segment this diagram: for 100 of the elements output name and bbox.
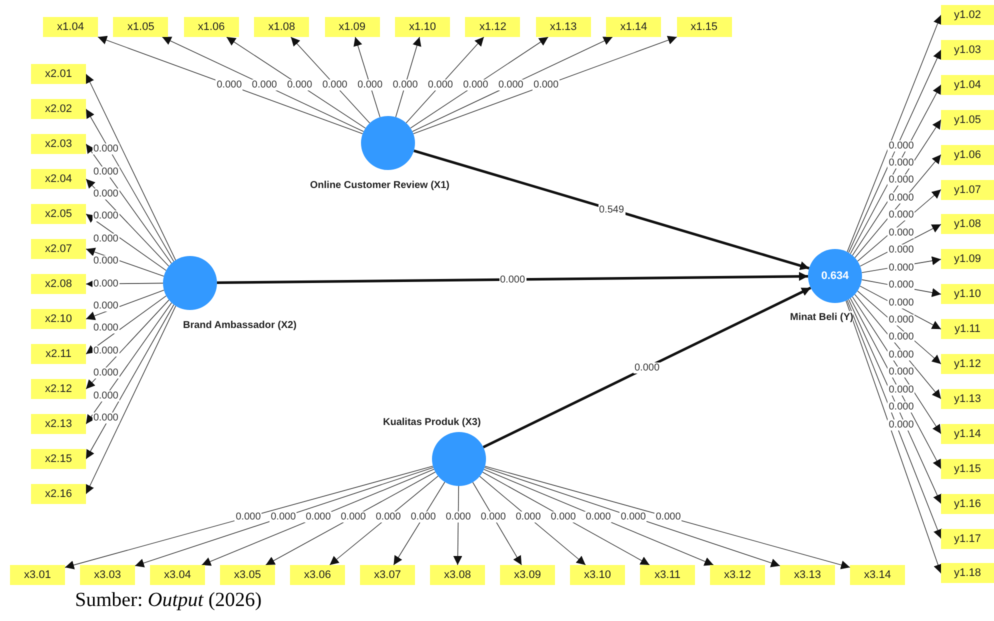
arrow [86,108,174,262]
indicator-tag: y1.09 [941,249,994,270]
indicator-tag: y1.05 [941,110,994,130]
edge-label: 0.000 [888,332,915,343]
indicator-tag: x1.13 [536,17,591,37]
arrow [393,482,446,566]
edge-label: 0.000 [92,300,120,312]
indicator-tag: y1.04 [941,74,994,95]
indicator-tag: y1.12 [941,354,994,374]
edge-label: 0.000 [888,192,915,204]
edge-label: 0.000 [444,512,472,522]
edge-label: 0.000 [462,80,490,90]
edge-label: 0.000 [340,512,367,522]
indicator-tag: y1.15 [941,458,994,479]
indicator-tag: y1.08 [941,214,994,234]
edge-label: 0.000 [270,512,297,522]
edge-label: 0.000 [92,390,120,402]
edge-label: 0.000 [480,512,507,522]
indicator-tag: x3.10 [570,565,625,585]
arrow [134,467,434,568]
indicator-tag: x3.03 [80,565,135,585]
edge-label: 0.000 [92,144,120,155]
edge-label: 0.000 [234,512,262,522]
edge-label: 0.000 [321,80,348,90]
indicator-tag: x2.11 [31,344,86,364]
indicator-tag: x2.03 [31,134,86,154]
edge-label: 0.000 [410,512,437,522]
arrow [97,36,364,134]
edge-label: 0.000 [888,140,915,151]
indicator-tag: x1.05 [113,17,168,37]
indicator-tag: x2.07 [31,239,86,259]
indicator-tag: y1.03 [941,40,994,60]
caption: Sumber: Output (2026) [75,589,262,612]
arrow [412,36,678,134]
indicator-tag: x2.15 [31,449,86,469]
indicator-tag: x3.05 [220,565,275,585]
edge-label: 0.000 [356,80,384,90]
indicator-tag: x2.16 [31,484,86,504]
arrow [484,468,714,566]
indicator-tag: x1.04 [43,17,98,37]
edge-label: 0.000 [92,256,120,267]
construct-label: Brand Ambassador (X2) [183,319,297,333]
indicator-tag: x3.01 [10,565,65,585]
edge-label: 0.000 [374,512,402,522]
indicator-tag: x1.08 [254,17,310,37]
edge-label: 0.000 [633,362,661,373]
indicator-tag: y1.17 [941,528,994,548]
edge-label: 0.000 [888,314,915,326]
arrow [482,472,650,566]
edge-label: 0.000 [286,80,314,90]
edge-label: 0.000 [888,244,915,256]
indicator-tag: x3.07 [360,565,415,585]
indicator-tag: y1.18 [941,563,994,584]
arrow [484,466,850,570]
edge-label: 0.000 [620,512,647,522]
edge-label: 0.000 [888,280,915,291]
edge-label: 0.000 [888,227,915,238]
edge-label: 0.000 [888,174,915,186]
edge-label: 0.549 [598,204,626,215]
edge-label: 0.000 [888,157,915,168]
edge-label: 0.000 [92,188,120,200]
indicator-tag: x3.11 [640,565,695,585]
edge-label: 0.000 [654,512,682,522]
edge-label: 0.000 [216,80,243,90]
edge-label: 0.000 [426,80,454,90]
edge-label: 0.000 [532,80,560,90]
arrow [86,74,176,261]
edge-label: 0.000 [888,366,915,378]
construct-label: Online Customer Review (X1) [310,179,450,193]
edge-label: 0.000 [550,512,577,522]
arrow [226,36,366,129]
indicator-tag: x2.08 [31,274,86,294]
arrow [848,50,942,254]
arrow [86,304,174,460]
edge-label: 0.000 [304,512,332,522]
indicator-tag: x3.08 [430,565,485,585]
indicator-tag: x3.04 [150,565,205,585]
arrow [86,295,167,354]
edge-label: 0.000 [92,166,120,178]
construct-label: Kualitas Produk (X3) [383,416,481,430]
arrow [265,472,436,566]
indicator-tag: x2.02 [31,99,86,119]
edge-label: 0.000 [888,402,915,413]
arrow [484,467,780,568]
edge-label: 0.000 [92,412,120,424]
indicator-tag: x2.10 [31,309,86,329]
arrow [482,286,812,448]
indicator-tag: x2.01 [31,64,86,84]
indicator-tag: x3.12 [710,565,765,585]
arrow [216,272,808,284]
indicator-tag: x1.09 [324,17,380,37]
indicator-tag: y1.02 [941,5,994,25]
indicator-tag: x1.12 [465,17,520,37]
indicator-tag: x3.09 [500,565,555,585]
arrow [64,466,434,570]
indicator-tag: y1.10 [941,284,994,304]
indicator-tag: y1.07 [941,180,994,200]
arrow [329,476,439,566]
indicator-tag: x1.15 [676,17,732,37]
arrow [162,36,364,132]
